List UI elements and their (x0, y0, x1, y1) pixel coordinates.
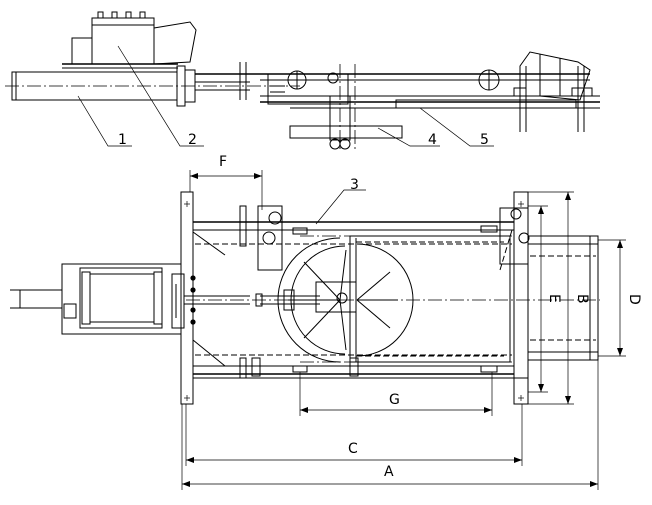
frame-rails (195, 51, 600, 132)
dimensions: F G C A E B (181, 154, 642, 490)
side-elevation-view (5, 11, 600, 150)
dimension-label-e: E (546, 294, 562, 303)
part-label-4: 4 (428, 132, 437, 148)
dimension-label-g: G (389, 392, 400, 408)
part-callouts: 1 2 4 5 3 (77, 45, 494, 225)
plan-view (10, 191, 600, 405)
part-label-1: 1 (118, 132, 127, 148)
dimension-label-d: D (626, 294, 642, 305)
dimension-label-f: F (219, 154, 227, 170)
dimension-label-b: B (574, 294, 590, 304)
carriage (267, 64, 577, 150)
dimension-label-a: A (384, 464, 394, 480)
left-end-plate (180, 191, 194, 405)
part-label-3: 3 (350, 177, 359, 193)
part-label-2: 2 (188, 132, 197, 148)
rotating-wheel (255, 237, 414, 363)
cylinder (5, 65, 300, 107)
base-plate (289, 125, 403, 139)
right-end-plate (513, 191, 529, 405)
dimension-label-c: C (348, 441, 358, 457)
inner-frame (300, 235, 514, 363)
left-actuator (10, 263, 250, 335)
rail-pads (239, 205, 530, 379)
part-label-5: 5 (480, 132, 489, 148)
drive-motor (62, 11, 197, 69)
